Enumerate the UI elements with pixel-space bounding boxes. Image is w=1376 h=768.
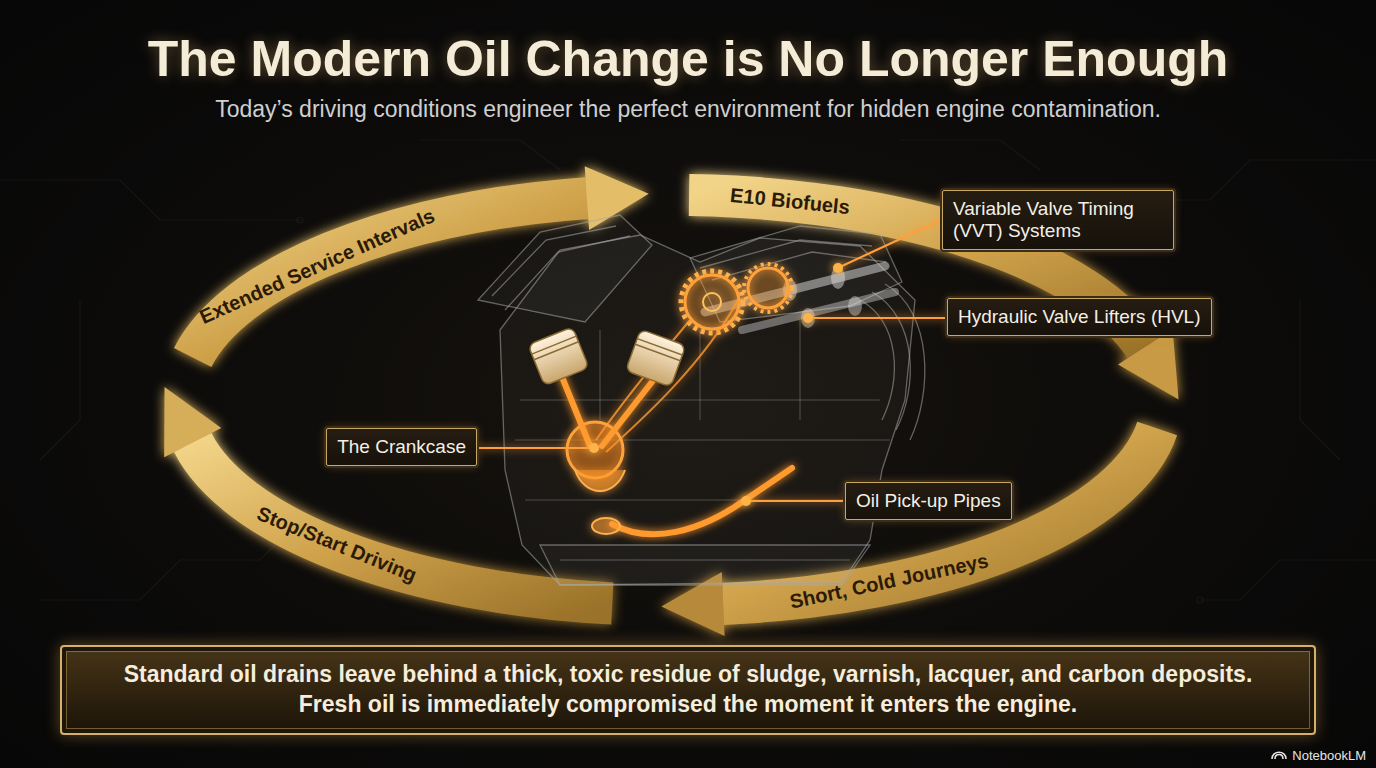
circuit-lines — [0, 140, 1376, 603]
timing-chain — [596, 300, 738, 452]
leader-dot — [741, 496, 751, 506]
cam-lobe — [848, 296, 862, 316]
gear-teeth — [681, 271, 743, 333]
connecting-rod — [602, 378, 655, 446]
head-detail — [492, 226, 630, 310]
oil-pan — [540, 545, 870, 585]
leader-line — [478, 447, 590, 449]
callout-box: Hydraulic Valve Lifters (HVL) — [947, 298, 1212, 336]
circuit-line — [1200, 560, 1376, 600]
title: The Modern Oil Change is No Longer Enoug… — [0, 30, 1376, 88]
circuit-line — [900, 140, 1040, 170]
cycle-arrowhead — [164, 387, 221, 457]
counterweight — [575, 470, 625, 491]
leader-line — [842, 220, 941, 266]
circuit-node — [1197, 597, 1203, 603]
cycle-label: Extended Service Intervals — [197, 205, 438, 327]
cycle-arrowhead — [1118, 330, 1179, 400]
callout-text: The Crankcase — [337, 436, 466, 458]
watermark: NotebookLM — [1292, 748, 1366, 763]
cycle-ring — [164, 166, 1178, 636]
circuit-line — [0, 180, 300, 220]
engine-wireframe — [478, 215, 925, 585]
callout-text: Variable Valve Timing (VVT) Systems — [953, 198, 1163, 242]
cylinder-walls — [600, 320, 800, 420]
manifold-pipes — [860, 284, 925, 440]
summary-box: Standard oil drains leave behind a thick… — [60, 645, 1316, 735]
watermark-icon — [1272, 752, 1286, 759]
piston — [626, 329, 686, 387]
summary-text: Standard oil drains leave behind a thick… — [90, 660, 1286, 720]
piston — [528, 327, 589, 386]
gear-hub — [703, 293, 721, 311]
oil-pan-line — [560, 559, 850, 560]
piston-ring — [635, 344, 680, 360]
cam-gear — [748, 268, 788, 308]
subtitle: Today’s driving conditions engineer the … — [0, 96, 1376, 123]
circuit-line — [420, 140, 560, 170]
leader-line — [812, 317, 946, 319]
pistons — [528, 327, 686, 387]
cam-gear — [685, 275, 739, 329]
leader-dot — [803, 313, 813, 323]
circuit-line — [40, 300, 80, 460]
callout-text: Oil Pick-up Pipes — [856, 490, 1001, 512]
callout-box: The Crankcase — [326, 428, 477, 466]
piston-ring — [534, 342, 579, 360]
callout-text: Hydraulic Valve Lifters (HVL) — [958, 306, 1201, 328]
circuit-node — [297, 217, 303, 223]
highlighted-parts — [560, 264, 792, 534]
callout-box: Oil Pick-up Pipes — [845, 482, 1012, 520]
leader-line — [750, 500, 844, 502]
gear-teeth — [744, 264, 792, 312]
block-ribs — [515, 400, 890, 500]
callout-box: Variable Valve Timing (VVT) Systems — [942, 190, 1174, 250]
watermark-arc — [1275, 755, 1283, 760]
piston-body — [528, 327, 589, 386]
cylinder-head — [478, 215, 652, 322]
watermark-arc — [1272, 752, 1286, 759]
oil-strainer — [592, 518, 620, 534]
leader-lines — [478, 220, 946, 506]
leader-dot — [589, 443, 599, 453]
cam-lobe — [801, 308, 815, 328]
piston-body — [626, 329, 686, 387]
engine-illustration — [478, 215, 925, 585]
circuit-line — [1300, 300, 1340, 460]
leader-dot — [833, 263, 843, 273]
connecting-rod — [560, 372, 590, 446]
